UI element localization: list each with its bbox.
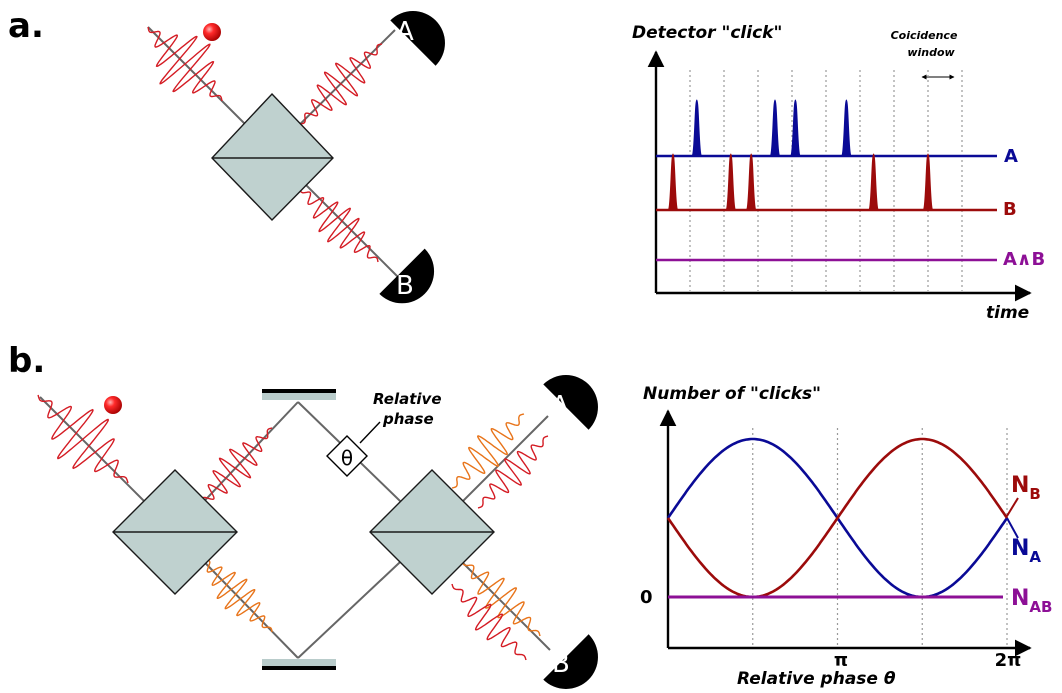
coincidence-label-line2: window [907,46,955,59]
wave-packet-upper-arm [197,427,273,509]
wave-packet-to-a [299,43,383,125]
panel-b-diagram: θ Relative phase A B [37,375,598,689]
click-peak [840,99,852,157]
detector-a-label-b: A [551,391,569,421]
trace-b-label: B [1003,199,1017,220]
phase-shifter-icon: θ [326,435,368,477]
panel-a-label: a. [8,6,44,46]
click-peak [725,153,737,211]
panel-a: a. A B Detector "click" Coicidence [8,6,1045,323]
plot-b-gridlines [752,428,1008,646]
x-tick-2pi: 2π [995,650,1022,671]
trace-a-label: A [1004,146,1018,167]
panel-b-label: b. [8,341,45,381]
beam-splitter-2 [369,469,495,595]
wave-packet-out-a-red [477,435,549,509]
wave-packet-out-a-orange [451,413,525,489]
plot-b-title: Number of "clicks" [643,384,821,404]
panel-a-diagram: A B [147,11,445,304]
panel-b-plot: Number of "clicks" 0 π 2π Relative phase… [640,384,1052,689]
panel-a-plot: Detector "click" Coicidence window A B A… [632,23,1045,323]
label-nb: NB [1011,473,1041,503]
beam-splitter [211,92,334,222]
plot-a-title: Detector "click" [632,23,782,43]
wave-path-input-b [37,394,129,484]
detector-b-icon: B [379,248,435,304]
coincidence-label-line1: Coicidence [891,29,958,42]
label-nab: NAB [1011,586,1052,616]
wave-path-out-b-orange [461,559,541,637]
click-peak [868,153,880,211]
photon-icon [203,23,221,41]
wave-packet-input-b [37,394,129,484]
plot-a-x-label: time [986,303,1029,323]
plot-b-x-label: Relative phase θ [737,669,896,689]
x-tick-pi: π [834,650,848,671]
panel-b: b. [8,341,1052,689]
detector-b-label-b: B [552,649,570,679]
detector-b-label: B [396,271,414,301]
detector-b-icon-b: B [543,634,598,689]
theta-symbol: θ [341,446,353,470]
wave-packet-to-b [299,187,379,263]
phase-callout-line [359,421,381,444]
detector-a-label: A [396,17,414,47]
click-count-curves [666,437,1019,599]
trace-ab-label: A∧B [1003,249,1045,270]
wave-packet-input [147,26,223,102]
curve-nb [666,437,1009,599]
phase-label-line2: phase [382,410,434,428]
mirror-bottom [262,659,336,670]
wave-packet-lower-arm [199,555,273,633]
click-peak [691,99,703,157]
label-na: NA [1011,536,1041,566]
wave-path-lower [199,555,273,633]
nb-pointer [1006,497,1019,517]
click-peak [789,99,801,157]
wave-path-out-a-orange [451,413,525,489]
wave-path-upper [197,427,273,509]
detector-traces [656,99,997,262]
wave-packet-out-b-red [451,583,527,661]
click-peak [922,153,934,211]
photon-icon-b [104,396,122,414]
detector-a-icon-b: A [543,375,598,430]
click-peak [769,99,781,157]
beam-splitter-1 [112,469,238,595]
mirror-top [262,389,336,400]
wave-path-out-b-red [451,583,527,661]
wave-path-out-a-red [477,435,549,509]
na-pointer [1006,517,1019,539]
wave-path-to-a [299,43,383,125]
detector-a-icon: A [390,11,445,66]
click-peak [667,153,679,211]
click-peak [745,153,757,211]
y-tick-zero: 0 [640,587,653,608]
wave-path-to-b [299,187,379,263]
wave-packet-out-b-orange [461,559,541,637]
phase-label-line1: Relative [373,390,442,408]
wave-path-input [147,26,223,102]
